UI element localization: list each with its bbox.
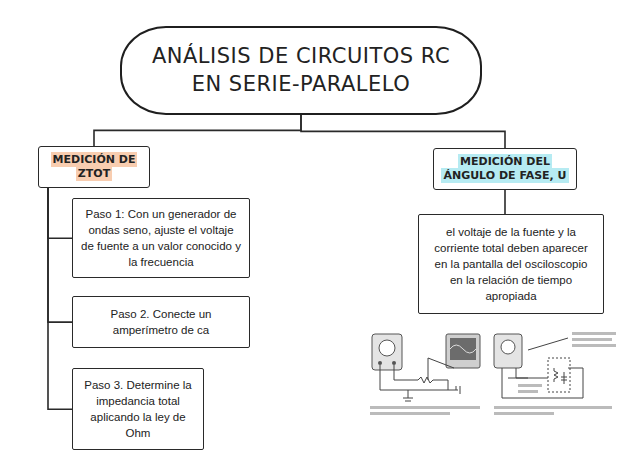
wire <box>380 365 458 390</box>
step-box: Paso 1: Con un generador de ondas seno, … <box>72 198 250 278</box>
ground-symbol <box>403 390 413 401</box>
leader-line <box>508 338 568 378</box>
description-box: el voltaje de la fuente y la corriente t… <box>418 214 604 314</box>
body-text: el voltaje de la fuente y la corriente t… <box>427 224 595 304</box>
trace <box>450 345 476 353</box>
connector-line <box>301 115 505 148</box>
dial <box>501 340 515 354</box>
heading-text: MEDICIÓN DEL ÁNGULO DE FASE, U <box>441 154 568 183</box>
note-placeholder <box>518 384 542 387</box>
connector-line <box>48 188 72 239</box>
branch-heading: MEDICIÓN DEL ÁNGULO DE FASE, U <box>433 148 577 190</box>
terminal <box>392 361 396 365</box>
oscilloscope-left <box>446 334 480 368</box>
screen <box>450 338 476 360</box>
body-text: Paso 1: Con un generador de ondas seno, … <box>81 206 241 270</box>
caption-placeholder <box>370 406 480 409</box>
connector-line <box>48 188 72 410</box>
wire <box>516 368 548 378</box>
probe-lead <box>428 358 454 380</box>
caption-placeholder <box>494 412 554 415</box>
network-box <box>548 358 570 392</box>
title-text: ANÁLISIS DE CIRCUITOS RC EN SERIE-PARALE… <box>136 42 466 99</box>
connector-line <box>94 115 301 146</box>
capacitor-symbol <box>456 386 460 394</box>
instrument-box <box>446 334 480 368</box>
step-box: Paso 2. Conecte un amperímetro de ca <box>72 296 250 348</box>
connector-line <box>504 190 506 215</box>
instrument-box <box>494 334 522 368</box>
generator-left <box>372 334 402 370</box>
generator-right <box>494 334 522 368</box>
dial <box>379 340 395 356</box>
note-placeholder <box>572 332 616 335</box>
note-placeholder <box>572 344 616 347</box>
wire <box>502 368 583 398</box>
step-box: Paso 3. Determine la impedancia total ap… <box>72 368 204 450</box>
branch-heading: MEDICIÓN DE ZTOT <box>38 146 150 188</box>
terminal <box>378 361 382 365</box>
wire <box>394 365 418 380</box>
heading-text: MEDICIÓN DE ZTOT <box>51 152 138 181</box>
caption-placeholder <box>494 406 612 409</box>
body-text: Paso 3. Determine la impedancia total ap… <box>81 377 195 441</box>
note-placeholder <box>518 390 538 393</box>
title-oval: ANÁLISIS DE CIRCUITOS RC EN SERIE-PARALE… <box>120 26 482 115</box>
circuit-wires-right <box>502 338 583 398</box>
circuit-illustration <box>368 328 618 420</box>
resistor-symbol <box>418 377 448 390</box>
heading-wrap: MEDICIÓN DE ZTOT <box>45 153 143 181</box>
capacitor-symbol <box>561 372 567 384</box>
note-placeholder <box>572 338 612 341</box>
heading-wrap: MEDICIÓN DEL ÁNGULO DE FASE, U <box>440 155 570 183</box>
resistor-symbol <box>554 368 558 382</box>
body-text: Paso 2. Conecte un amperímetro de ca <box>81 306 241 338</box>
connector-line <box>48 188 72 323</box>
instrument-box <box>372 334 402 370</box>
circuit-wires-left <box>380 358 460 401</box>
caption-placeholder <box>370 412 450 415</box>
